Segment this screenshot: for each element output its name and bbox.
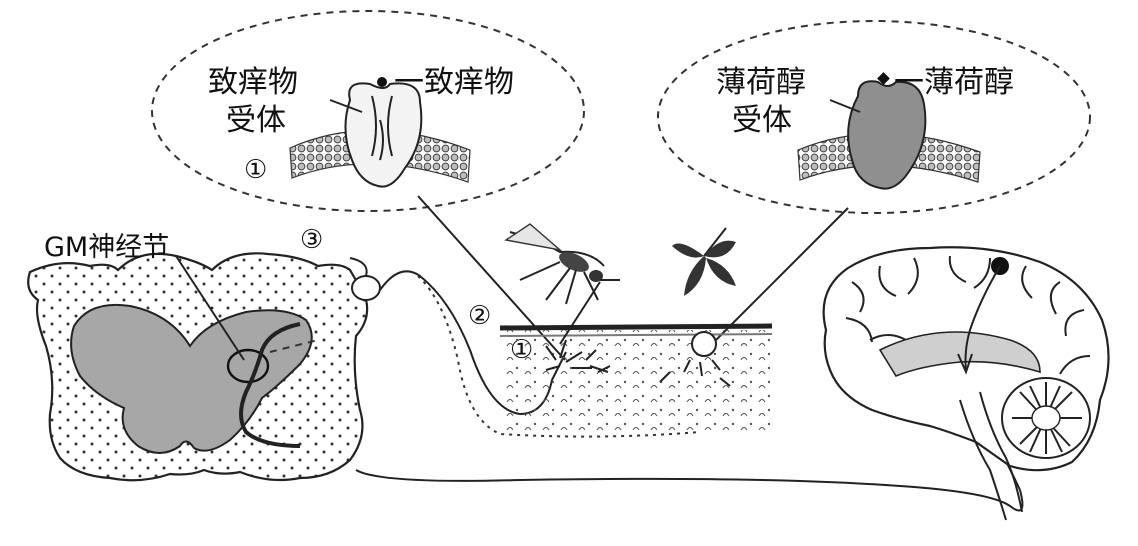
gray-matter xyxy=(70,303,313,454)
skin-section xyxy=(499,323,773,434)
itch-receptor-label-2: 受体 xyxy=(226,103,286,138)
mosquito-icon xyxy=(504,223,620,345)
callout-right-outline xyxy=(657,20,1091,214)
callout-left-outline xyxy=(151,10,585,212)
brain-icon xyxy=(822,246,1110,521)
itch-receptor-label-1: 致痒物 xyxy=(208,65,298,100)
cerebellum xyxy=(1001,377,1091,459)
menthol-label: 一薄荷醇 xyxy=(894,65,1014,100)
menthol-receptor-label-2: 受体 xyxy=(732,103,792,138)
callout-menthol-receptor: 薄荷醇 受体 一薄荷醇 xyxy=(657,20,1091,341)
spinal-cord-icon: GM神经节 xyxy=(27,232,369,482)
menthol-receptor-label-1: 薄荷醇 xyxy=(716,65,806,100)
itch-nerve-endings xyxy=(545,339,611,373)
menthol-nerve-fiber xyxy=(417,275,701,438)
menthol-nerve-ending xyxy=(691,331,717,357)
marker-3: ③ xyxy=(300,225,323,255)
itch-substance-icon xyxy=(377,77,387,87)
marker-2: ② xyxy=(468,301,491,331)
leaf-icon xyxy=(672,227,736,296)
dorsal-root-ganglion xyxy=(351,275,381,301)
gm-ganglion-label: GM神经节 xyxy=(44,232,169,263)
menthol-receptor-shape xyxy=(847,80,927,190)
itch-substance-label: 一致痒物 xyxy=(394,65,514,100)
marker-1-callout: ① xyxy=(244,155,267,185)
